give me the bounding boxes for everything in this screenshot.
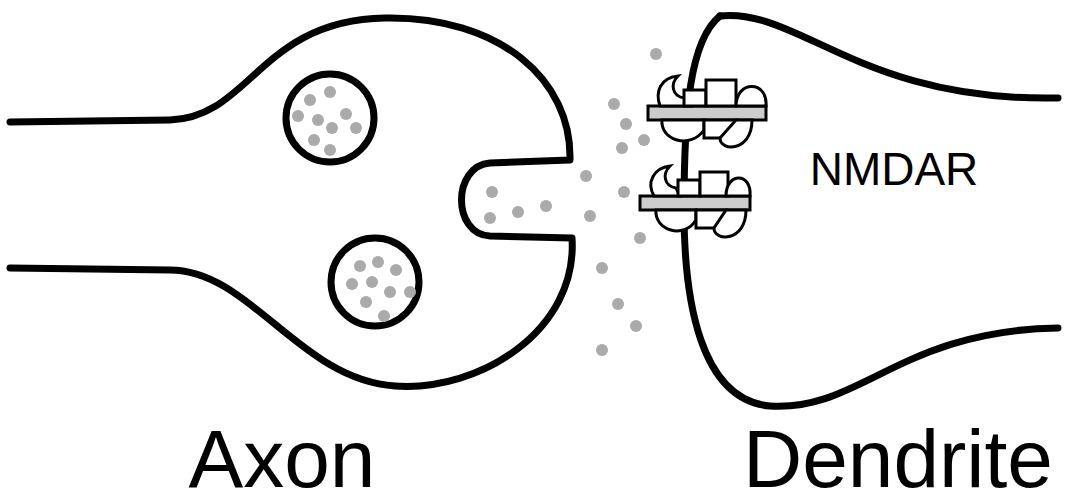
dendrite-membrane: [684, 16, 1058, 406]
receptor-label: NMDAR: [810, 146, 979, 192]
vesicle: [331, 238, 419, 326]
region-label: Dendrite: [743, 418, 1053, 500]
region-label: Axon: [189, 418, 376, 500]
neurotransmitter: [292, 48, 662, 356]
axon-terminal: [10, 18, 572, 386]
vesicle: [286, 74, 374, 162]
nmda-receptor: [640, 166, 750, 237]
dendrite-spine: [720, 16, 1058, 99]
nmda-receptor: [648, 76, 766, 147]
